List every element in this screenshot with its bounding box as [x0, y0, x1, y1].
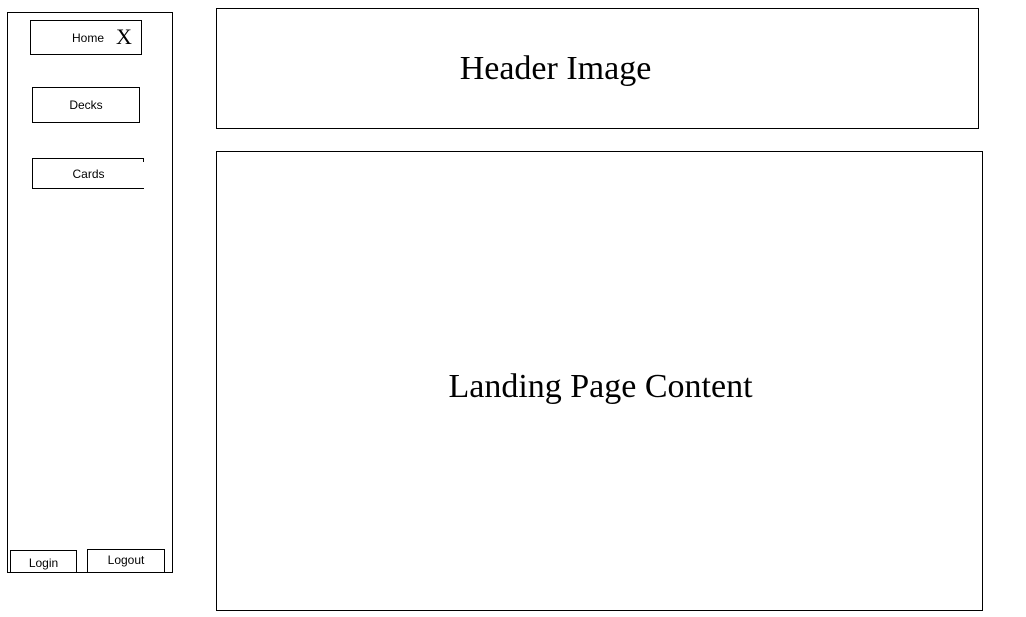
login-button-label: Login: [28, 555, 59, 570]
close-icon[interactable]: X: [116, 24, 132, 49]
landing-page-content-label: Landing Page Content: [448, 368, 753, 405]
decks-button[interactable]: Decks: [32, 87, 140, 123]
login-button[interactable]: Login: [10, 550, 77, 573]
landing-page-content: Landing Page Content: [216, 151, 983, 611]
cards-button[interactable]: Cards: [32, 158, 144, 189]
header-image: Header Image: [216, 8, 979, 129]
logout-button-label: Logout: [107, 553, 145, 567]
home-button[interactable]: Home X: [30, 20, 142, 55]
logout-button[interactable]: Logout: [87, 549, 165, 573]
home-button-label: Home: [72, 31, 105, 45]
decks-button-label: Decks: [69, 98, 103, 112]
cards-button-label: Cards: [72, 166, 105, 181]
header-image-label: Header Image: [459, 50, 652, 87]
